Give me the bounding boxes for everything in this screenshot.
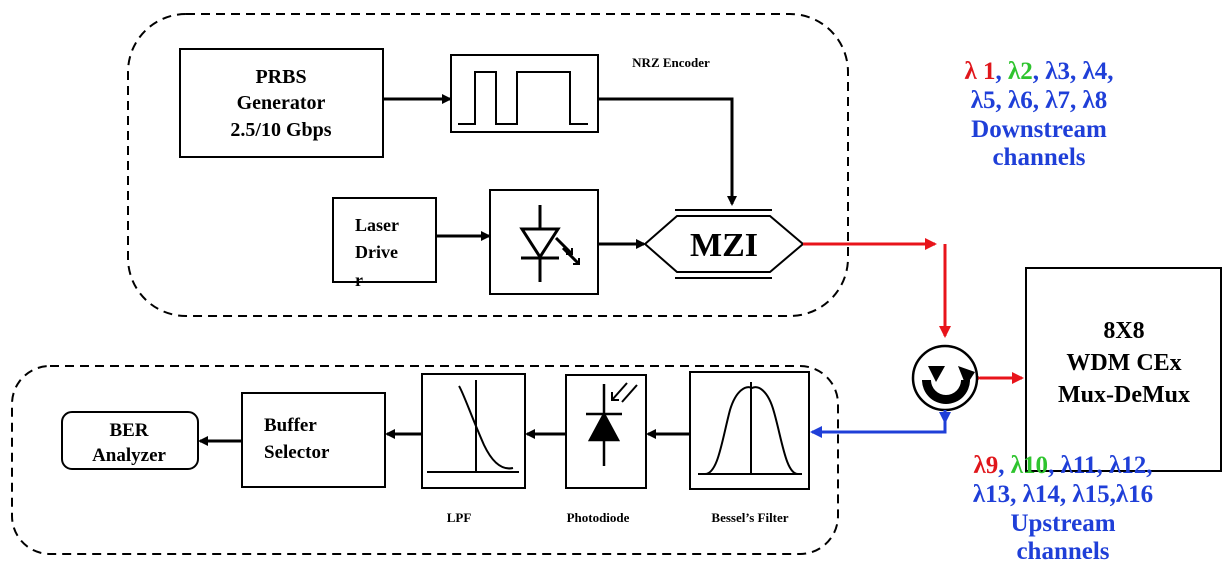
circulator-icon bbox=[911, 344, 979, 412]
downstream-wavelengths-line2: λ5, λ6, λ7, λ8 bbox=[970, 86, 1108, 114]
upstream-link bbox=[810, 410, 947, 438]
buffer-label-1: Buffer bbox=[264, 415, 317, 436]
laser-label-2: Drive bbox=[355, 242, 398, 262]
mzi-modulator bbox=[643, 209, 805, 279]
prbs-generator-block bbox=[179, 48, 384, 158]
upstream-title: Upstream bbox=[1010, 509, 1116, 537]
buffer-selector-block bbox=[241, 392, 386, 488]
upstream-channels-label: λ9, λ10, λ11, λ12, λ13, λ14, λ15,λ16 Ups… bbox=[928, 452, 1198, 567]
bessel-filter-curve-icon bbox=[698, 382, 802, 475]
lpf-label: LPF bbox=[447, 510, 472, 525]
downstream-wavelength-run-2: λ2 bbox=[1007, 58, 1033, 85]
laser-label-1: Laser bbox=[355, 215, 399, 235]
downstream-wavelength-run-1: , bbox=[995, 58, 1008, 85]
prbs-label-3: 2.5/10 Gbps bbox=[230, 119, 331, 141]
downstream-wavelength-run-3: , λ3, λ4, bbox=[1032, 58, 1114, 85]
transmitter-group bbox=[127, 13, 849, 317]
downstream-channels-label: λ 1, λ2, λ3, λ4, λ5, λ6, λ7, λ8 Downstre… bbox=[904, 58, 1174, 173]
upstream-wavelength-run-1: , bbox=[998, 452, 1011, 479]
downstream-wavelength-run-0: λ 1 bbox=[964, 58, 996, 85]
photodiode-icon bbox=[586, 382, 638, 466]
bessel-filter-block bbox=[689, 371, 810, 490]
downstream-wavelengths-line1: λ 1, λ2, λ3, λ4, bbox=[904, 58, 1174, 87]
downstream-title: Downstream bbox=[971, 115, 1107, 143]
upstream-wavelength-run-2: λ10 bbox=[1010, 452, 1049, 479]
mux-demux-block bbox=[1025, 267, 1222, 472]
upstream-wavelengths-line2: λ13, λ14, λ15,λ16 bbox=[972, 480, 1154, 508]
lpf-curve-icon bbox=[427, 380, 519, 473]
laser-label-3: r bbox=[355, 270, 363, 290]
mux-label-1: 8X8 bbox=[1103, 318, 1144, 344]
laser-driver-block bbox=[332, 197, 437, 283]
prbs-label-2: Generator bbox=[237, 92, 326, 114]
arrow-nrz-to-mzi bbox=[598, 97, 737, 206]
laser-diode-icon bbox=[519, 205, 581, 282]
mux-label-3: Mux-DeMux bbox=[1058, 382, 1190, 408]
ber-label-1: BER bbox=[109, 420, 148, 441]
lpf-block bbox=[421, 373, 526, 489]
nrz-waveform-icon bbox=[458, 71, 588, 125]
mux-label-2: WDM CEx bbox=[1066, 350, 1181, 376]
bessel-filter-label: Bessel’s Filter bbox=[711, 510, 788, 525]
upstream-wavelength-run-0: λ9 bbox=[973, 452, 999, 479]
photodiode-label: Photodiode bbox=[567, 510, 630, 525]
upstream-subtitle: channels bbox=[1016, 538, 1110, 566]
downstream-subtitle: channels bbox=[992, 144, 1086, 172]
nrz-encoder-block bbox=[450, 54, 599, 133]
ber-label-2: Analyzer bbox=[92, 445, 166, 466]
buffer-label-2: Selector bbox=[264, 442, 330, 463]
nrz-encoder-label: NRZ Encoder bbox=[632, 55, 710, 70]
upstream-wavelengths-line1: λ9, λ10, λ11, λ12, bbox=[928, 452, 1198, 481]
mzi-label: MZI bbox=[690, 227, 758, 264]
laser-diode-block bbox=[489, 189, 599, 295]
receiver-group bbox=[11, 365, 839, 555]
upstream-wavelength-run-3: , λ11, λ12, bbox=[1048, 452, 1153, 479]
prbs-label-1: PRBS bbox=[255, 66, 306, 88]
